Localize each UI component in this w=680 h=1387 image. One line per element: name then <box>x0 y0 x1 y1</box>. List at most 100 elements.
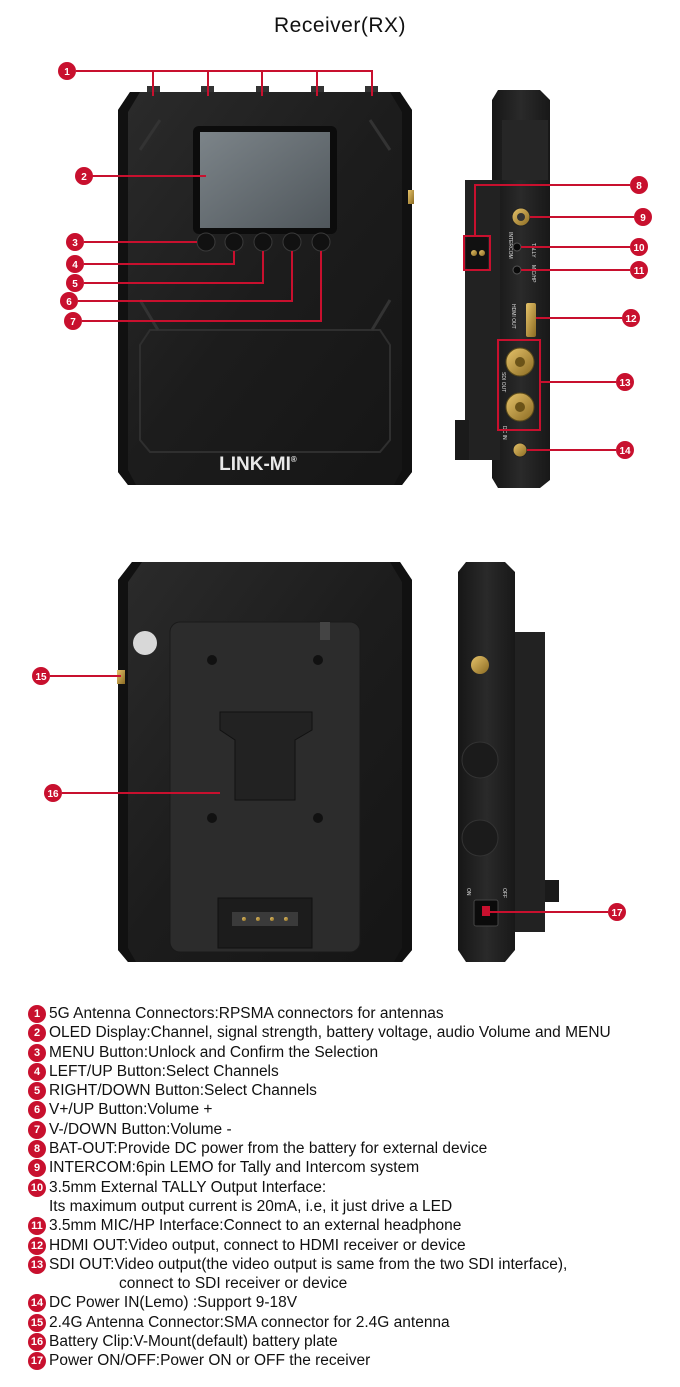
legend-text: MENU Button:Unlock and Confirm the Selec… <box>49 1043 379 1061</box>
legend-number-badge: 6 <box>28 1101 46 1120</box>
legend-number-badge: 7 <box>28 1120 46 1139</box>
plate-screw-hole <box>313 813 323 823</box>
legend-number-badge: 12 <box>28 1236 46 1255</box>
callout-badge-3: 3 <box>66 233 84 251</box>
back-label-sticker <box>133 631 157 655</box>
legend-number-badge: 14 <box>28 1294 46 1313</box>
callout-badge-15: 15 <box>32 667 50 685</box>
callout-badge-14: 14 <box>616 441 634 459</box>
volume-up-button[interactable] <box>282 232 302 252</box>
sdi-core <box>515 402 525 412</box>
callout-badge-3-label: 3 <box>72 238 78 249</box>
callout-badge-4: 4 <box>66 255 84 273</box>
callout-badge-2-label: 2 <box>81 172 87 183</box>
side-antenna-stub <box>408 190 414 204</box>
front-panel-relief <box>139 329 391 453</box>
side2-clip <box>545 880 559 902</box>
legend-text: V-/DOWN Button:Volume - <box>49 1120 232 1138</box>
legend-text: V+/UP Button:Volume + <box>49 1101 213 1119</box>
battery-contact-pin <box>256 917 260 921</box>
leader-6 <box>78 251 293 302</box>
back-view <box>117 562 412 962</box>
power-off-label: OFF <box>501 888 507 898</box>
callout-badge-7-label: 7 <box>70 317 76 328</box>
side-ribbed-panel <box>502 120 548 180</box>
brand-mark: ® <box>291 455 297 464</box>
release-latch[interactable] <box>320 622 330 640</box>
hdmi-out-label: HDMI OUT <box>510 304 516 329</box>
side-battery-plate <box>465 180 500 460</box>
battery-contact-pin <box>242 917 246 921</box>
back-left-bumper <box>118 562 142 962</box>
callout-badge-13-label: 13 <box>619 378 631 389</box>
tally-label: TALLY <box>530 243 536 258</box>
callout-badge-16: 16 <box>44 784 62 802</box>
side2-screw-boss <box>461 819 499 857</box>
leader-8-box <box>463 235 491 271</box>
legend-number-badge: 8 <box>28 1140 46 1159</box>
sma-antenna-side <box>471 656 489 674</box>
dc-in-lemo-port <box>512 442 528 458</box>
volume-down-button[interactable] <box>311 232 331 252</box>
leader-5 <box>84 251 264 284</box>
front-housing <box>118 92 412 485</box>
plate-screw-hole <box>207 655 217 665</box>
left-bumper <box>118 92 140 485</box>
legend-number-badge: 1 <box>28 1005 46 1023</box>
menu-button[interactable] <box>196 232 216 252</box>
legend-text: 3.5mm External TALLY Output Interface: <box>49 1178 327 1196</box>
callout-badge-11-label: 11 <box>634 266 645 277</box>
left-up-button[interactable] <box>224 232 244 252</box>
callout-badge-6: 6 <box>60 292 78 310</box>
brand-text: LINK-MI <box>219 454 291 475</box>
callout-badge-10-label: 10 <box>633 243 645 254</box>
callout-badge-5-label: 5 <box>72 279 78 290</box>
legend-text: RIGHT/DOWN Button:Select Channels <box>49 1082 317 1100</box>
back-right-bumper <box>390 562 412 962</box>
v-mount-clip <box>219 711 313 801</box>
intercom-lemo-core <box>517 213 525 221</box>
legend-number-badge: 3 <box>28 1043 46 1062</box>
sdi-out-label: SDI OUT <box>500 372 506 392</box>
callout-badge-16-label: 16 <box>47 789 59 800</box>
callout-badge-15-label: 15 <box>35 672 47 683</box>
legend-number-badge: 16 <box>28 1333 46 1352</box>
leader-8 <box>474 184 630 237</box>
legend-number-badge: 9 <box>28 1159 46 1178</box>
legend-number-badge: 2 <box>28 1024 46 1043</box>
legend-text: 5G Antenna Connectors:RPSMA connectors f… <box>49 1005 444 1022</box>
callout-badge-6-label: 6 <box>66 297 72 308</box>
battery-contacts <box>232 912 298 926</box>
callout-badge-9-label: 9 <box>640 213 646 224</box>
callout-badge-4-label: 4 <box>72 260 78 271</box>
callout-badge-8-label: 8 <box>636 181 642 192</box>
sdi-core <box>515 357 525 367</box>
right-bumper <box>390 92 412 485</box>
legend-number-badge: 5 <box>28 1082 46 1101</box>
callout-badge-5: 5 <box>66 274 84 292</box>
callout-leaders <box>50 70 634 913</box>
side-view-power: ON OFF <box>458 562 559 962</box>
hdmi-out-port <box>526 303 536 337</box>
legend-number-badge: 11 <box>28 1217 46 1236</box>
callout-badge-8: 8 <box>630 176 648 194</box>
callout-badge-10: 10 <box>630 238 648 256</box>
callout-badge-17: 17 <box>608 903 626 921</box>
legend-number-badge: 17 <box>28 1352 46 1371</box>
right-down-button[interactable] <box>253 232 273 252</box>
page-title: Receiver(RX) <box>273 14 407 37</box>
power-on-label: ON <box>465 888 471 896</box>
leader-7 <box>82 251 322 322</box>
